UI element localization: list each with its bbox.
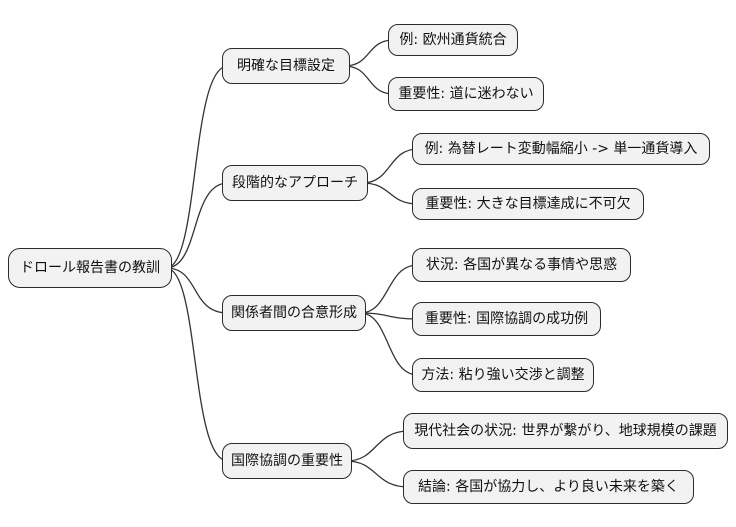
leaf-node-situation-different-interests: 状況: 各国が異なる事情や思惑 (412, 248, 631, 282)
edge-root-branch-0 (165, 65, 229, 269)
leaf-node-method-persistent-negotiation: 方法: 粘り強い交渉と調整 (412, 358, 594, 392)
edge-root-branch-3 (165, 267, 229, 462)
branch-node-clear-goals: 明確な目標設定 (222, 48, 350, 84)
edge-branch2-leaf2 (359, 312, 419, 376)
edge-branch2-leaf0 (359, 264, 419, 314)
leaf-node-importance-cooperation-success: 重要性: 国際協調の成功例 (412, 302, 601, 336)
branch-node-stepwise-approach: 段階的なアプローチ (222, 165, 368, 201)
leaf-node-conclusion-better-future: 結論: 各国が協力し、より良い未来を築く (403, 470, 694, 504)
edge-root-branch-1 (165, 182, 229, 269)
leaf-node-example-exchange-rate: 例: 為替レート変動幅縮小 -> 単一通貨導入 (412, 133, 710, 165)
root-node: ドロール報告書の教訓 (8, 248, 172, 288)
leaf-node-example-european-currency: 例: 欧州通貨統合 (388, 24, 518, 56)
edge-branch1-leaf1 (361, 182, 419, 205)
branch-node-consensus-building: 関係者間の合意形成 (222, 295, 366, 331)
edge-branch1-leaf0 (361, 148, 419, 184)
edge-branch0-leaf1 (343, 65, 395, 95)
edge-branch3-leaf0 (345, 430, 410, 462)
leaf-node-importance-not-lost: 重要性: 道に迷わない (388, 77, 544, 111)
branch-node-international-cooperation: 国際協調の重要性 (222, 443, 352, 479)
leaf-node-importance-big-goals: 重要性: 大きな目標達成に不可欠 (412, 188, 644, 220)
edge-branch2-leaf1 (359, 312, 419, 320)
edge-branch0-leaf0 (343, 39, 395, 67)
edge-branch3-leaf1 (345, 460, 410, 488)
edge-root-branch-2 (165, 267, 229, 314)
leaf-node-modern-society-global-issues: 現代社会の状況: 世界が繋がり、地球規模の課題 (403, 413, 728, 449)
